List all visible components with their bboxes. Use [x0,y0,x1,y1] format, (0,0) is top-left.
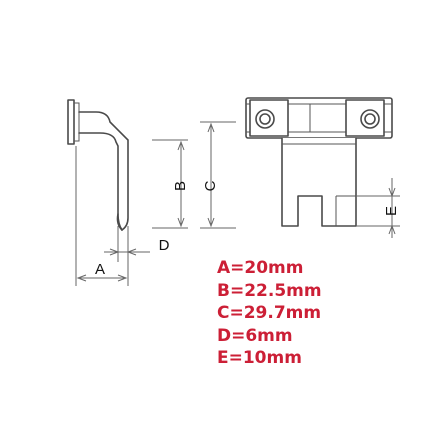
side-mount-plate-edge [74,102,80,142]
side-hook-tip [116,213,123,231]
spec-b: B=22.5mm [217,280,322,301]
dimension-c [200,121,236,229]
right-screw-hole-outer [360,109,380,129]
spec-e: E=10mm [217,348,302,368]
spec-c: C=29.7mm [217,303,322,323]
label-e: E [383,206,400,216]
spec-d: D=6mm [217,325,293,346]
label-a: A [95,261,105,278]
dimension-e [356,178,400,238]
label-b: B [172,181,189,191]
dimension-d [104,226,150,262]
side-arm-outer [78,111,129,231]
left-screw-hole-inner [259,113,271,125]
dimension-a [75,146,129,286]
side-arm-inner [78,132,123,231]
front-view [245,97,393,227]
left-screw-hole-outer [255,109,275,129]
front-tongue [281,137,357,227]
right-screw-hole-inner [364,113,376,125]
dimension-b [152,139,188,229]
dimension-spec-list: A=20mm B=22.5mm C=29.7mm D=6mm E=10mm [217,257,322,370]
label-d: D [159,237,170,254]
side-view [67,99,129,231]
label-c: C [202,180,219,191]
spec-a: A=20mm [217,258,304,278]
side-mount-plate [67,99,75,145]
